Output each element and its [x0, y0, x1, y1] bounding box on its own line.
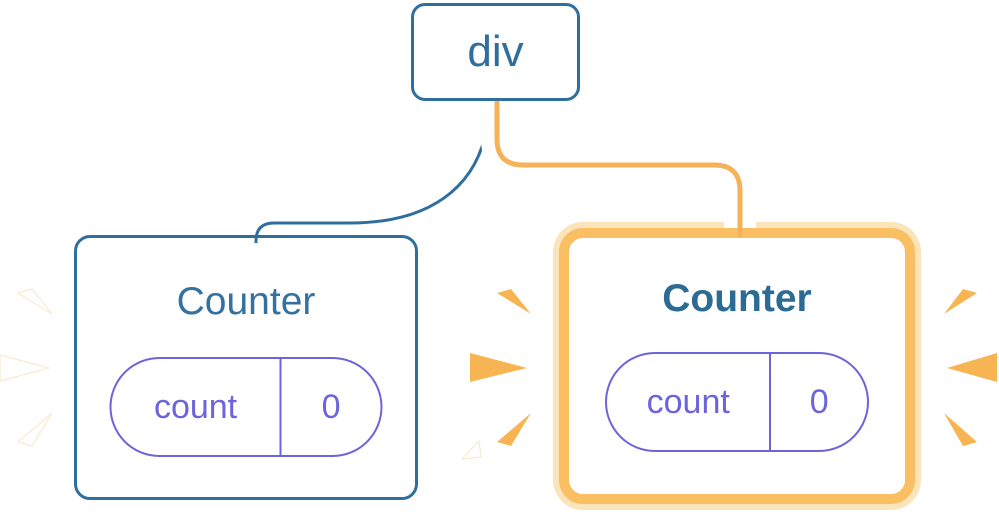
state-value: 0 — [321, 387, 341, 426]
spark-icon — [944, 289, 977, 314]
render-sparks-left-counter — [0, 288, 482, 460]
state-pill: count 0 — [605, 352, 869, 452]
render-sparks-right-counter — [470, 289, 997, 446]
spark-icon — [947, 353, 997, 382]
state-pill: count 0 — [109, 357, 383, 457]
counter-title: Counter — [176, 280, 316, 323]
counter-card-right: Counter count 0 — [559, 228, 915, 504]
counter-card-right-highlight: Counter count 0 — [553, 222, 921, 510]
state-key: count — [112, 359, 282, 455]
spark-icon — [0, 354, 51, 382]
connector-line-right — [494, 100, 743, 237]
spark-icon — [944, 413, 977, 446]
connector-line-left — [254, 99, 491, 243]
state-value: 0 — [809, 382, 829, 421]
spark-icon — [460, 439, 482, 460]
counter-card-left: Counter count 0 — [74, 235, 418, 500]
tree-node-div-label: div — [467, 27, 524, 76]
counter-title: Counter — [662, 277, 812, 320]
tree-node-div: div — [411, 3, 580, 101]
spark-icon — [470, 353, 527, 382]
spark-icon — [497, 289, 531, 314]
spark-icon — [16, 412, 53, 447]
state-key: count — [607, 354, 772, 450]
spark-icon — [497, 413, 531, 446]
spark-icon — [16, 288, 53, 315]
